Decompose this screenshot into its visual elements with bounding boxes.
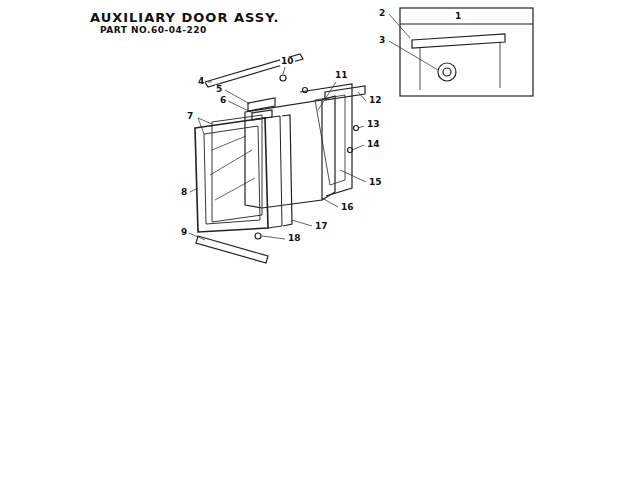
callout-number: 2 [378,9,386,18]
callout-number: 16 [340,203,355,212]
callout-number: 7 [186,112,194,121]
callout-number: 4 [197,77,205,86]
diagram-title: AUXILIARY DOOR ASSY. [90,11,279,24]
callout-number: 18 [287,234,302,243]
callout-number: 3 [378,36,386,45]
part-number: PART NO.60-04-220 [100,26,207,35]
callout-number: 14 [366,140,381,149]
door-frame [300,84,352,196]
callout-number: 10 [280,57,295,66]
callout-number: 9 [180,228,188,237]
callout-number: 11 [334,71,349,80]
inset-knob [438,63,456,81]
callout-number: 8 [180,188,188,197]
callout-number: 6 [219,96,227,105]
inset-frame [400,8,533,96]
callout-number: 5 [215,85,223,94]
bottom-trim [196,236,268,263]
callout-number: 15 [368,178,383,187]
callout-number: 13 [366,120,381,129]
callout-number: 12 [368,96,383,105]
door-front [195,118,268,232]
callout-number: 1 [454,12,462,21]
callout-number: 17 [314,222,329,231]
inset-hinge-bar [412,34,505,48]
top-trim [205,54,303,87]
